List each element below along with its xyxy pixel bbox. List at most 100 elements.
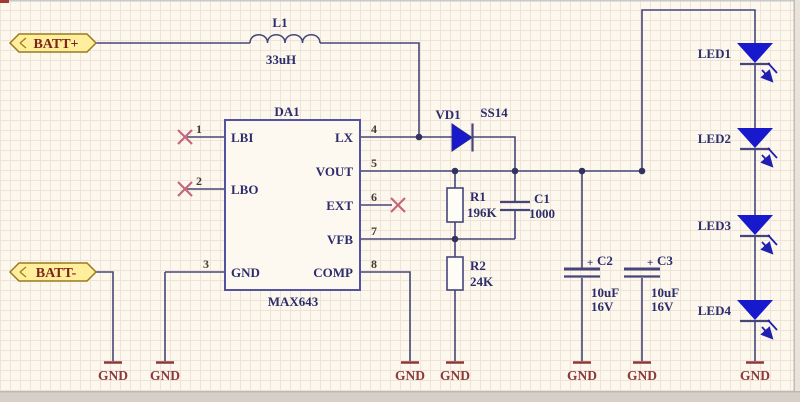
batt-minus-label: BATT- [36,266,77,281]
no-connect-x-pin6[interactable] [390,197,406,213]
pin-name-vfb: VFB [327,232,353,247]
pin-name-comp: COMP [313,265,353,280]
resistor-r2-value: 24K [470,274,494,289]
junction-dot [415,133,423,141]
pin-name-ext: EXT [326,198,353,213]
led3-symbol[interactable] [737,215,777,252]
wire-l1-to-lx [320,42,420,137]
inductor-value: 33uH [266,52,296,67]
led3-triangle[interactable] [737,215,773,235]
screen-edge-right-line [793,0,795,402]
capacitor-c1[interactable] [500,200,530,212]
resistor-r1-body[interactable] [446,187,464,223]
screen-edge-bottom-line [0,391,800,393]
ground-symbol[interactable]: GND [567,361,597,384]
resistor-r2-ref: R2 [470,258,486,273]
capacitor-c2-plus: + [587,257,593,269]
diode-triangle[interactable] [451,123,473,152]
pin-number-2: 2 [196,174,202,188]
junction-dot [511,167,519,175]
batt-plus-shape[interactable] [8,33,98,53]
chip-part-number: MAX643 [268,294,319,309]
capacitor-c1-plates[interactable] [500,200,530,212]
pin-name-gnd: GND [231,265,260,280]
connector-batt-plus[interactable]: BATT+ [8,33,98,53]
junction-dot [578,167,586,175]
ground-label: GND [740,368,770,383]
led3-label: LED3 [698,218,732,233]
capacitor-c3-plus: + [647,257,653,269]
diode-ref: VD1 [435,107,460,122]
chip-ref: DA1 [274,104,299,119]
screen-edge-red-mark [0,0,9,3]
pin-number-5: 5 [371,156,377,170]
led2-symbol[interactable] [737,128,777,165]
capacitor-c1-ref: C1 [534,191,550,206]
pin-number-3: 3 [203,257,209,271]
led1-label: LED1 [698,46,731,61]
pin-number-4: 4 [371,122,377,136]
resistor-r2-body[interactable] [446,256,464,291]
capacitor-c1-value: 1000 [529,206,555,221]
no-connect-x-pin2[interactable] [177,181,193,197]
junction-dot [451,235,459,243]
chip-body[interactable] [224,119,361,291]
capacitor-c2-value: 10uF [591,285,619,300]
connector-batt-minus[interactable]: BATT- [8,262,98,282]
inductor-ref: L1 [272,15,287,30]
led1-symbol[interactable] [737,43,777,80]
led3-light-arrows-icon [762,234,777,252]
screen-edge-bottom-band [0,392,800,402]
ground-label: GND [440,368,470,383]
led4-label: LED4 [698,303,732,318]
capacitor-c2-ref: C2 [597,253,613,268]
wire-pin8-comp-gnd [360,271,411,361]
ground-label: GND [395,368,425,383]
screen-edge-top [0,0,800,2]
ground-symbol[interactable]: GND [98,361,128,384]
led4-symbol[interactable] [737,300,777,337]
batt-minus-shape[interactable] [8,262,98,282]
junction-dots [415,133,646,243]
ground-symbol[interactable]: GND [627,361,657,384]
capacitor-c3-value: 10uF [651,285,679,300]
capacitor-c3-ref: C3 [657,253,673,268]
batt-plus-chevron-icon [19,37,27,49]
led2-triangle[interactable] [737,128,773,148]
capacitor-c3-voltage: 16V [651,299,674,314]
wire-diode-out [473,136,516,171]
no-connect-x-pin1[interactable] [177,129,193,145]
led1-triangle[interactable] [737,43,773,63]
led4-light-arrows-icon [762,319,777,337]
ground-symbol[interactable]: GND [150,361,180,384]
pin-number-8: 8 [371,257,377,271]
pin-number-7: 7 [371,224,377,238]
led2-light-arrows-icon [762,147,777,165]
pin-name-vout: VOUT [316,164,354,179]
pin-name-lbi: LBI [231,130,253,145]
junction-dot [638,167,646,175]
resistor-r1-ref: R1 [470,189,486,204]
led4-triangle[interactable] [737,300,773,320]
pin-number-6: 6 [371,190,377,204]
capacitor-c3[interactable] [624,267,660,278]
wire-pin3-gnd [164,271,225,361]
capacitor-c2[interactable] [564,267,600,278]
diode-vd1[interactable] [451,123,474,152]
led2-label: LED2 [698,131,731,146]
ground-label: GND [627,368,657,383]
pin-name-lx: LX [335,130,354,145]
resistor-r1-value: 196K [467,205,498,220]
ground-label: GND [98,368,128,383]
ground-label: GND [150,368,180,383]
batt-plus-label: BATT+ [33,37,78,52]
pin-number-1: 1 [196,122,202,136]
ground-symbol[interactable]: GND [440,361,470,384]
screen-edge-right [794,0,800,402]
junction-dot [451,167,459,175]
ground-symbol[interactable]: GND [395,361,425,384]
inductor-coil[interactable] [249,33,321,44]
ground-symbol[interactable]: GND [740,361,770,384]
